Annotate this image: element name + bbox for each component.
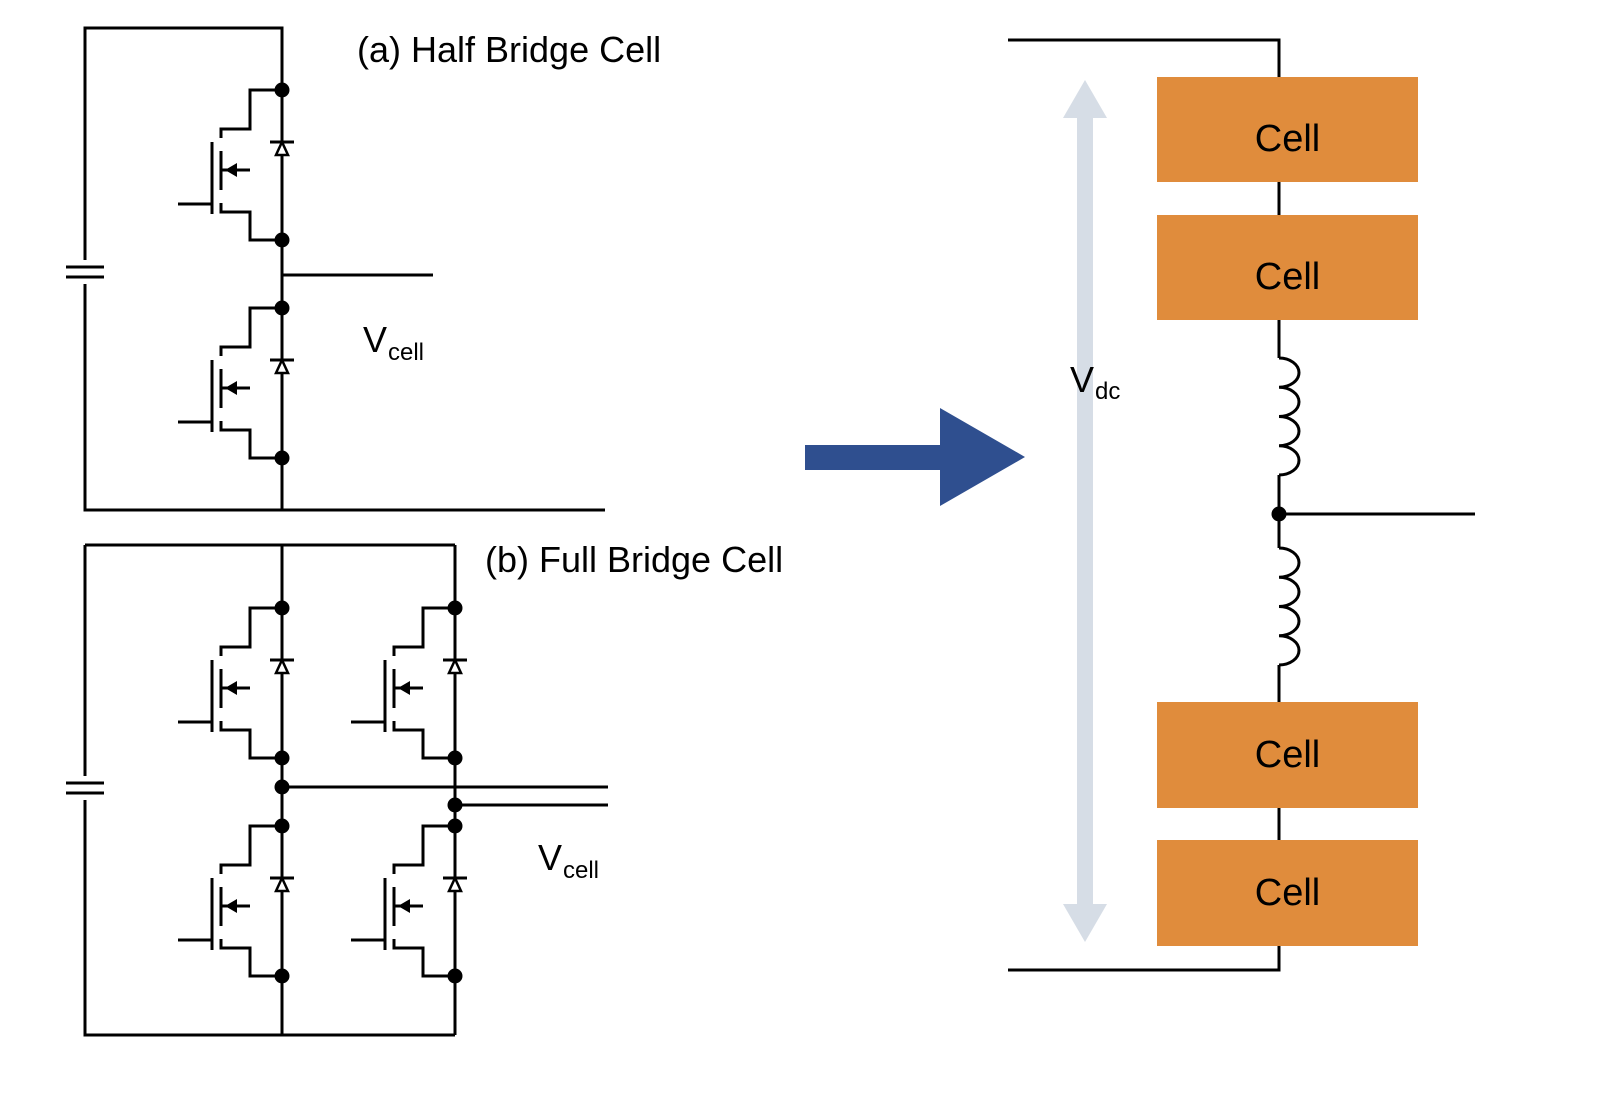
half-bridge-upper-switch-icon xyxy=(176,81,296,249)
cell-label: Cell xyxy=(1255,118,1320,160)
upper-inductor-icon xyxy=(1278,356,1301,477)
right-arrow-icon xyxy=(805,408,1025,506)
cell-block-3: Cell xyxy=(1157,702,1418,808)
half-bridge-capacitor-icon xyxy=(64,258,106,286)
arm-wiring xyxy=(1008,38,1475,972)
converter-arm: Cell Cell Cell Cell V dc xyxy=(1008,38,1475,972)
cell-label: Cell xyxy=(1255,256,1320,298)
svg-text:cell: cell xyxy=(563,857,599,884)
full-bridge-title: (b) Full Bridge Cell xyxy=(485,539,783,580)
full-bridge-capacitor-icon xyxy=(64,774,106,802)
half-bridge-cell: (a) Half Bridge Cell V cell xyxy=(64,26,661,512)
svg-text:cell: cell xyxy=(388,339,424,366)
svg-text:V: V xyxy=(1070,359,1094,400)
lower-inductor-icon xyxy=(1278,546,1301,667)
cell-block-1: Cell xyxy=(1157,77,1418,182)
vdc-label: V dc xyxy=(1070,359,1120,405)
full-bridge-wiring xyxy=(83,543,608,1037)
half-bridge-title: (a) Half Bridge Cell xyxy=(357,29,661,70)
cell-block-2: Cell xyxy=(1157,215,1418,320)
cell-label: Cell xyxy=(1255,734,1320,776)
full-bridge-switch-3-icon xyxy=(176,817,296,985)
svg-text:dc: dc xyxy=(1095,378,1120,405)
svg-text:V: V xyxy=(363,319,387,360)
full-bridge-switch-4-icon xyxy=(349,817,469,985)
full-bridge-junction-dots xyxy=(274,779,463,813)
vdc-double-arrow-icon xyxy=(1063,80,1107,942)
full-bridge-cell: (b) Full Bridge Cell V cell xyxy=(64,539,783,1037)
ac-output-node xyxy=(1271,506,1287,522)
full-bridge-vcell-label: V cell xyxy=(538,837,599,884)
svg-text:V: V xyxy=(538,837,562,878)
cell-block-4: Cell xyxy=(1157,840,1418,946)
full-bridge-switch-2-icon xyxy=(349,599,469,767)
full-bridge-switch-1-icon xyxy=(176,599,296,767)
cell-label: Cell xyxy=(1255,872,1320,914)
half-bridge-wiring xyxy=(83,26,605,512)
half-bridge-lower-switch-icon xyxy=(176,299,296,467)
half-bridge-vcell-label: V cell xyxy=(363,319,424,366)
